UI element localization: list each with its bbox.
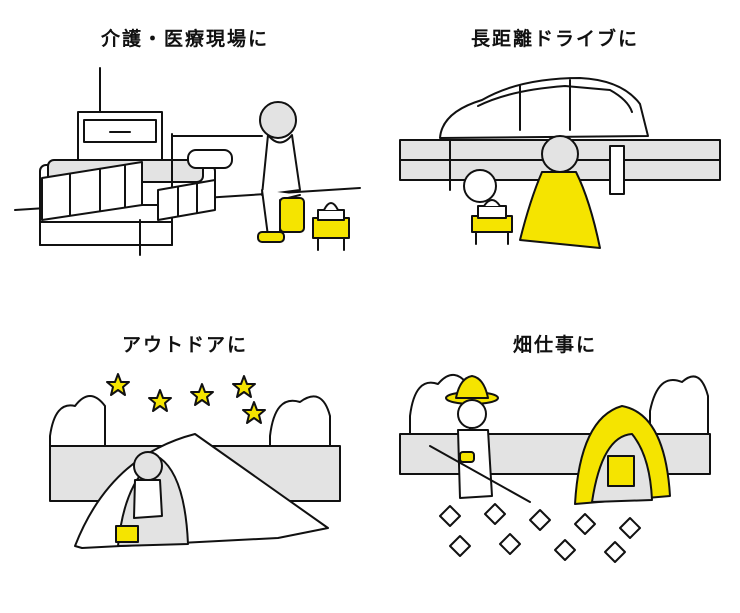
drive-illustration <box>399 77 721 249</box>
outdoor-illustration <box>49 373 341 549</box>
field-illustration <box>399 374 711 563</box>
portable-toilet-icon <box>471 199 513 245</box>
panel-field: 畑仕事に <box>370 306 740 612</box>
panel-care: 介護・医療現場に <box>0 0 370 306</box>
person-poncho-icon <box>519 135 601 249</box>
person-sitting-icon <box>115 451 163 543</box>
car-icon <box>439 77 649 139</box>
panel-outdoor: アウトドアに <box>0 306 370 612</box>
care-illustration <box>14 67 361 256</box>
stars-icon <box>106 373 266 424</box>
farmer-icon <box>429 375 531 503</box>
caption-care: 介護・医療現場に <box>100 28 269 50</box>
plants-icon <box>439 503 641 563</box>
trees-icon <box>49 395 341 502</box>
portable-toilet-icon <box>312 202 350 251</box>
caption-outdoor: アウトドアに <box>121 334 248 356</box>
caption-drive: 長距離ドライブに <box>470 28 639 50</box>
caption-field: 畑仕事に <box>512 334 597 356</box>
bed-icon <box>39 133 263 256</box>
elderly-woman-icon <box>257 101 305 243</box>
popup-tent-icon <box>574 405 671 505</box>
panel-drive: 長距離ドライブに <box>370 0 740 306</box>
